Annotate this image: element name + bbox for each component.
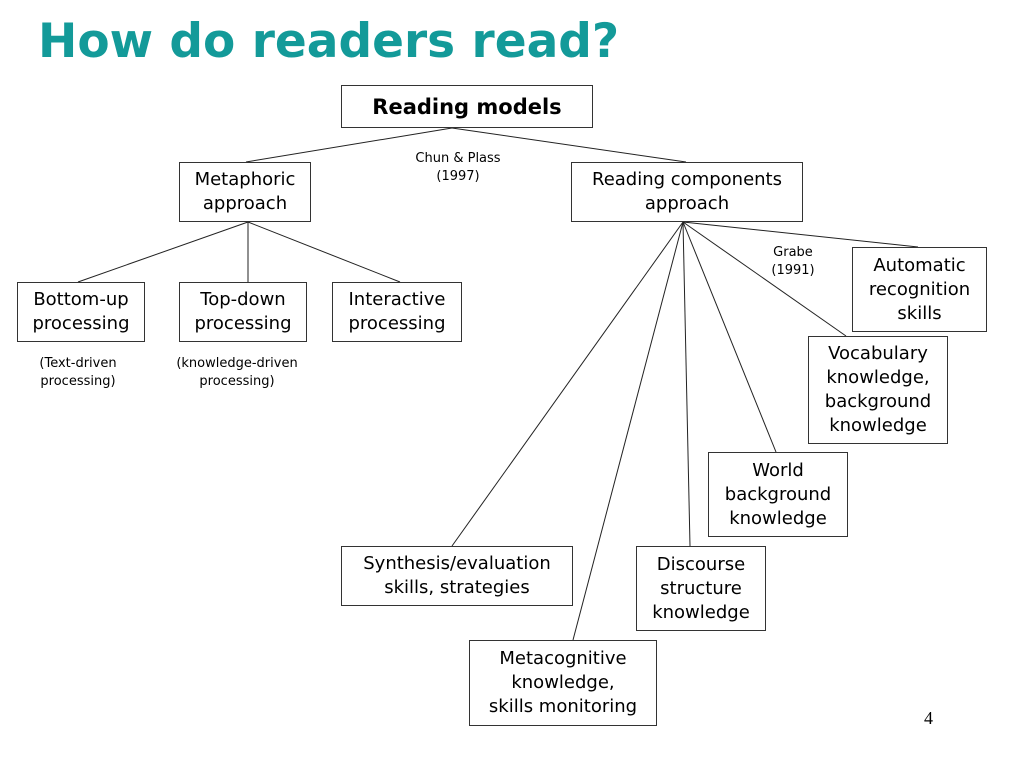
box-vocabulary-knowledge: Vocabulary knowledge, background knowled… bbox=[808, 336, 948, 444]
edge-components-automatic bbox=[682, 221, 919, 248]
edge-root-components bbox=[451, 127, 687, 163]
box-top-down-processing: Top-down processing bbox=[179, 282, 307, 342]
box-discourse-structure-knowledge: Discourse structure knowledge bbox=[636, 546, 766, 631]
box-interactive-processing: Interactive processing bbox=[332, 282, 462, 342]
edge-components-synthesis bbox=[451, 221, 684, 547]
note-text-driven: (Text-driven processing) bbox=[39, 356, 117, 389]
note-knowledge-driven: (knowledge-driven processing) bbox=[176, 356, 298, 389]
edge-components-discourse bbox=[682, 221, 691, 547]
box-reading-components-approach: Reading components approach bbox=[571, 162, 803, 222]
box-automatic-recognition-skills: Automatic recognition skills bbox=[852, 247, 987, 332]
edge-root-metaphoric bbox=[245, 127, 453, 163]
slide-title: How do readers read? bbox=[38, 14, 620, 69]
box-metacognitive-knowledge: Metacognitive knowledge, skills monitori… bbox=[469, 640, 657, 726]
note-chun-plass: Chun & Plass (1997) bbox=[415, 151, 501, 184]
edge-components-world bbox=[682, 221, 777, 453]
box-world-background-knowledge: World background knowledge bbox=[708, 452, 848, 537]
box-metaphoric-approach: Metaphoric approach bbox=[179, 162, 311, 222]
edge-components-metacognitive bbox=[572, 221, 684, 641]
edge-components-vocabulary bbox=[682, 221, 847, 337]
edge-metaphoric-bottom-up bbox=[77, 221, 249, 283]
edge-metaphoric-interactive bbox=[247, 221, 401, 283]
page-number: 4 bbox=[924, 708, 933, 728]
box-synthesis-evaluation: Synthesis/evaluation skills, strategies bbox=[341, 546, 573, 606]
box-bottom-up-processing: Bottom-up processing bbox=[17, 282, 145, 342]
note-grabe: Grabe (1991) bbox=[771, 245, 815, 278]
box-reading-models: Reading models bbox=[341, 85, 593, 128]
